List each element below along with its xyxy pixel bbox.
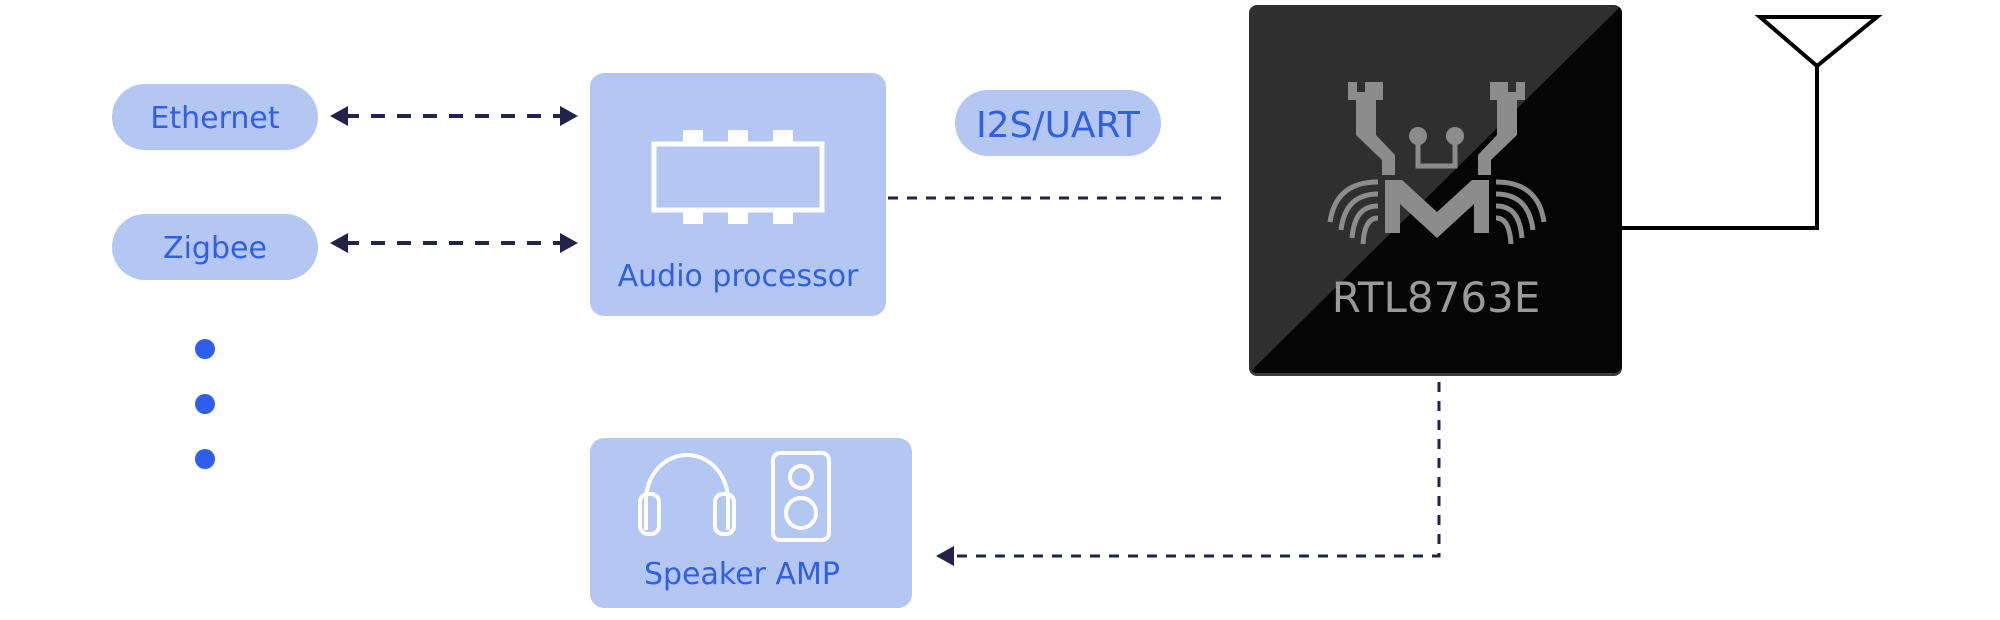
bus-label-pill: I2S/UART — [955, 90, 1161, 156]
ethernet-pill: Ethernet — [112, 84, 318, 150]
ethernet-arrow — [330, 106, 578, 126]
speaker-amp-label: Speaker AMP — [644, 557, 840, 592]
chip-label: RTL8763E — [1332, 273, 1541, 322]
audio-processor-label: Audio processor — [618, 259, 859, 294]
more-interfaces-ellipsis — [195, 339, 215, 469]
processor-chip-icon — [651, 130, 825, 224]
speaker-icon — [771, 451, 831, 542]
ethernet-label: Ethernet — [150, 101, 279, 136]
headphones-icon — [638, 453, 736, 536]
zigbee-label: Zigbee — [163, 231, 267, 266]
rtl8763e-chip: RTL8763E — [1249, 5, 1622, 376]
bus-label: I2S/UART — [976, 105, 1141, 146]
antenna-icon — [1622, 15, 1883, 230]
audio-processor-box: Audio processor — [590, 73, 886, 316]
zigbee-arrow — [330, 233, 578, 253]
speaker-amp-box: Speaker AMP — [590, 438, 912, 608]
realtek-crab-logo — [1327, 82, 1547, 245]
chip-to-amp-arrow — [936, 382, 1441, 566]
zigbee-pill: Zigbee — [112, 214, 318, 280]
